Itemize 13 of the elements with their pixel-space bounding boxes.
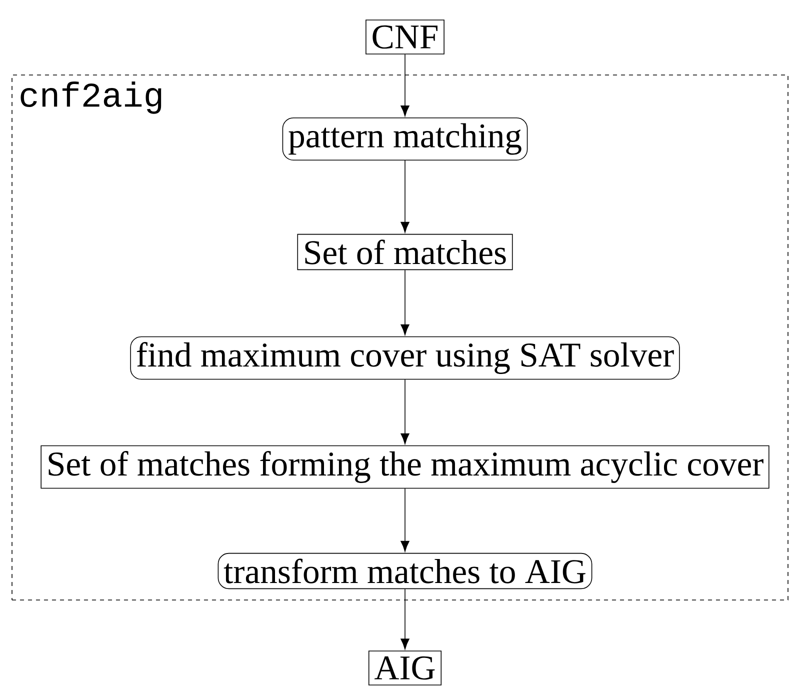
process-box: transform matches to AIG — [218, 552, 592, 590]
input-box: CNF — [366, 20, 444, 54]
data-box: Set of matches forming the maximum acyclic cover — [40, 445, 770, 489]
arrow — [400, 54, 410, 116]
arrow — [400, 270, 410, 336]
arrow — [400, 379, 410, 444]
process-box: find maximum cover using SAT solver — [130, 336, 680, 380]
arrow — [400, 488, 410, 552]
arrow — [400, 160, 410, 233]
data-box: Set of matches — [297, 234, 513, 270]
output-box: AIG — [368, 650, 442, 686]
process-box: pattern matching — [282, 118, 528, 160]
arrow — [400, 588, 410, 650]
